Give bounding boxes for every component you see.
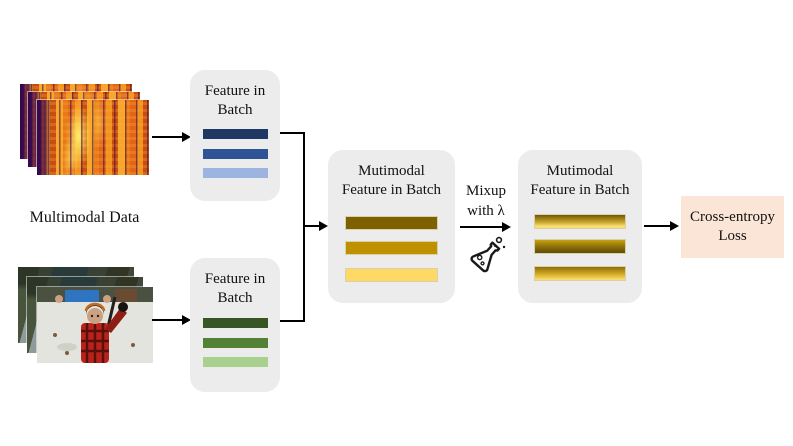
mixed-feature-bar [535, 267, 625, 280]
mixed-feature-title: Mutimodal Feature in Batch [530, 163, 630, 199]
visual-feature-box: Feature in Batch [190, 258, 280, 392]
arrow-visual-head [182, 315, 191, 325]
visual-feature-bar [203, 338, 268, 348]
arrow-loss-line [644, 225, 672, 227]
connector-audio-line [280, 132, 305, 134]
photo-image-child [37, 287, 153, 363]
mixup-label: Mixup with λ [465, 183, 506, 219]
mixed-feature-bar [535, 215, 625, 228]
audio-feature-bar [203, 129, 268, 139]
fused-feature-bar [346, 217, 437, 229]
flask-icon [462, 232, 510, 280]
arrow-audio-line [152, 136, 184, 138]
arrow-loss-head [670, 221, 679, 231]
audio-feature-title: Feature in Batch [204, 83, 266, 119]
connector-merge-line [303, 132, 305, 322]
fused-feature-bar [346, 269, 437, 281]
arrow-fused-head [319, 221, 328, 231]
arrow-audio-head [182, 132, 191, 142]
loss-box: Cross-entropy Loss [681, 196, 784, 258]
loss-title: Cross-entropy Loss [690, 208, 775, 245]
multimodal-data-label: Multimodal Data [29, 209, 140, 226]
visual-feature-bar [203, 318, 268, 328]
audio-feature-box: Feature in Batch [190, 70, 280, 201]
fused-feature-title: Mutimodal Feature in Batch [341, 163, 442, 199]
photo-stack [18, 267, 153, 363]
spectrogram-stack [20, 84, 149, 175]
connector-visual-line [280, 320, 305, 322]
arrow-visual-line [152, 319, 184, 321]
audio-feature-bar [203, 149, 268, 159]
visual-feature-title: Feature in Batch [204, 271, 266, 307]
mixed-feature-bar [535, 240, 625, 253]
arrow-mixup-head [502, 222, 511, 232]
arrow-fused-line [303, 225, 321, 227]
visual-feature-bar [203, 357, 268, 367]
fused-feature-bar [346, 242, 437, 254]
audio-feature-bar [203, 168, 268, 178]
spectrogram-image [37, 100, 149, 175]
arrow-mixup-line [460, 226, 504, 228]
fused-feature-box: Mutimodal Feature in Batch [328, 150, 455, 303]
mixed-feature-box: Mutimodal Feature in Batch [518, 150, 642, 303]
